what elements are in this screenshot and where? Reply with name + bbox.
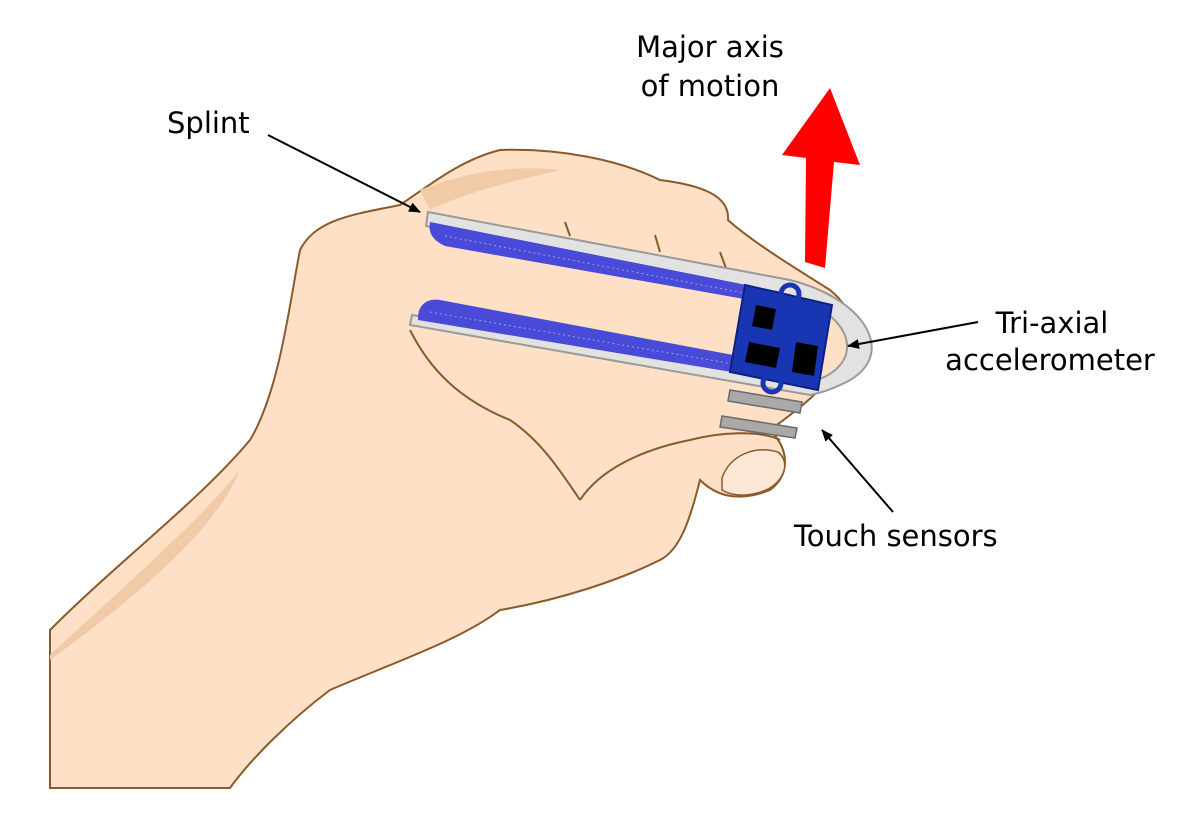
sensor-chip-3 [792,342,818,376]
accelerometer-label-line2: accelerometer [945,343,1155,377]
axis-label-line1: Major axis [636,30,784,64]
accelerometer [730,285,832,392]
motion-arrow-icon [782,88,860,268]
splint-label: Splint [167,106,250,140]
sensor-chip-1 [752,305,776,330]
axis-label-line2: of motion [641,69,780,103]
accelerometer-label-line1: Tri-axial [995,306,1109,340]
touch-sensors-label: Touch sensors [793,519,998,553]
touch-sensors-pointer [822,430,893,512]
splint-pointer [268,135,420,212]
